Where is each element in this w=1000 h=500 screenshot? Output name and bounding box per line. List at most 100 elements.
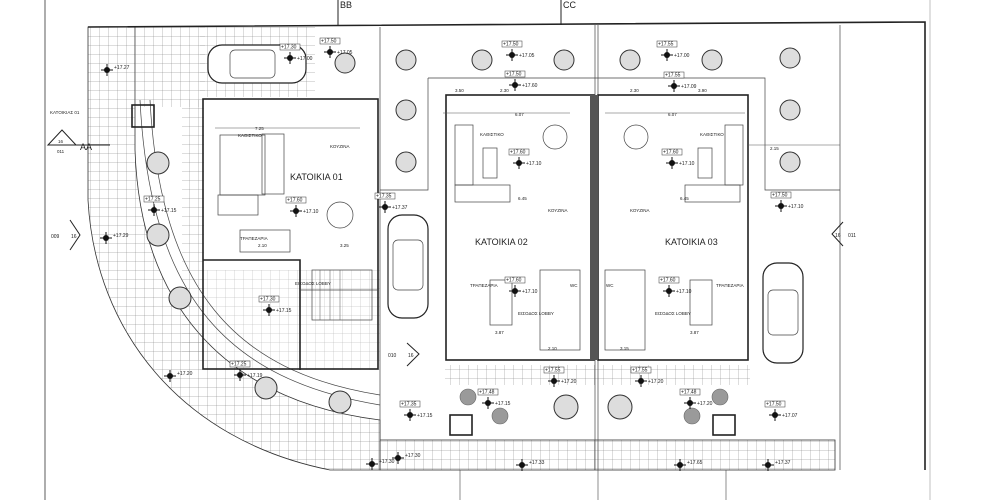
side-note: ΚΑΤΟΙΚΙΑΣ 01	[50, 110, 80, 115]
svg-text:+17.30: +17.30	[281, 45, 297, 51]
tree-icon	[553, 49, 575, 71]
elevation-marker: +17.50+17.05	[501, 40, 535, 62]
elevation-marker: +17.60+17.10	[508, 148, 542, 170]
svg-text:+17.33: +17.33	[529, 460, 545, 466]
svg-text:+17.25: +17.25	[231, 362, 247, 368]
tree-icon	[168, 286, 192, 310]
elevation-marker: +17.55+17.00	[656, 40, 690, 62]
section-marker-010: 010 16	[388, 342, 420, 367]
house-02: ΚΑΤΟΙΚΙΑ 02 ΚΑΘΙΣΤΙΚΟ ΚΟΥΖΙΝΑ ΤΡΑΠΕΖΑΡΙΑ…	[443, 88, 595, 361]
shrub-icon	[683, 407, 701, 425]
elevation-marker: +17.30	[365, 457, 395, 471]
shrub-icon	[711, 388, 729, 406]
dimension: 7.25	[255, 126, 264, 131]
elevation-marker: +17.60+17.10	[658, 276, 692, 298]
car-icon	[207, 44, 307, 84]
svg-text:+17.50: +17.50	[321, 39, 337, 45]
svg-text:+17.48: +17.48	[681, 390, 697, 396]
svg-text:+17.50: +17.50	[503, 42, 519, 48]
tree-icon	[607, 394, 633, 420]
car-icon	[387, 214, 429, 319]
tree-icon	[553, 394, 579, 420]
tree-icon	[471, 49, 493, 71]
dimension: 3.50	[455, 88, 464, 93]
svg-text:+17.10: +17.10	[676, 289, 692, 295]
dimension: 3.87	[495, 330, 504, 335]
svg-text:+17.29: +17.29	[113, 233, 129, 239]
tree-icon	[395, 151, 417, 173]
svg-text:+17.15: +17.15	[161, 208, 177, 214]
elevation-marker: +17.60+17.10	[285, 196, 319, 218]
svg-text:+17.35: +17.35	[401, 402, 417, 408]
house-03: ΚΑΤΟΙΚΙΑ 03 ΚΑΘΙΣΤΙΚΟ ΚΟΥΖΙΝΑ ΤΡΑΠΕΖΑΡΙΑ…	[597, 88, 840, 361]
svg-text:+17.15: +17.15	[276, 308, 292, 314]
tree-icon	[334, 52, 356, 74]
elevation-marker: +17.37	[761, 458, 791, 472]
dimension: 2.30	[630, 88, 639, 93]
elevation-markers: +17.30+17.00 +17.50+17.05 +17.50+17.05 +…	[99, 37, 804, 472]
section-marker-009: 009 16	[51, 219, 81, 251]
svg-text:+17.20: +17.20	[561, 379, 577, 385]
svg-text:+17.00: +17.00	[674, 53, 690, 59]
meter-box	[449, 414, 473, 436]
shrub-icon	[459, 388, 477, 406]
svg-text:16: 16	[58, 139, 64, 144]
svg-text:+17.37: +17.37	[392, 205, 408, 211]
dimension: 2.10	[258, 243, 267, 248]
elevation-marker: +17.50+17.60	[504, 70, 538, 92]
room-dining-02: ΤΡΑΠΕΖΑΡΙΑ	[470, 283, 498, 288]
svg-text:011: 011	[848, 233, 856, 239]
dimension: 3.25	[340, 243, 349, 248]
svg-text:+17.55: +17.55	[658, 42, 674, 48]
svg-text:+17.07: +17.07	[782, 413, 798, 419]
house-label-03: ΚΑΤΟΙΚΙΑ 03	[665, 237, 718, 247]
elevation-marker: +17.29	[99, 231, 129, 245]
svg-text:+17.15: +17.15	[495, 401, 511, 407]
house-label-01: ΚΑΤΟΙΚΙΑ 01	[290, 172, 343, 182]
svg-text:16: 16	[71, 234, 77, 240]
shrub-icon	[491, 407, 509, 425]
svg-text:010: 010	[388, 353, 397, 359]
svg-text:+17.50: +17.50	[772, 193, 788, 199]
elevation-marker: +17.65	[673, 458, 703, 472]
tree-icon	[395, 99, 417, 121]
room-living-02: ΚΑΘΙΣΤΙΚΟ	[480, 132, 504, 137]
svg-text:+17.10: +17.10	[526, 161, 542, 167]
elevation-marker: +17.60+17.10	[504, 276, 538, 298]
svg-text:+17.20: +17.20	[648, 379, 664, 385]
trees	[146, 47, 801, 425]
room-lobby-03: ΕΙΣΟΔΟΣ LOBBY	[655, 311, 691, 316]
svg-text:+17.00: +17.00	[297, 56, 313, 62]
svg-text:+17.09: +17.09	[681, 84, 697, 90]
tree-icon	[779, 99, 801, 121]
svg-text:+17.60: +17.60	[510, 150, 526, 156]
svg-text:+17.15: +17.15	[417, 413, 433, 419]
tree-icon	[395, 49, 417, 71]
room-wc-02: WC	[570, 283, 578, 288]
elevation-marker: +17.55+17.09	[663, 71, 697, 93]
svg-text:+17.20: +17.20	[697, 401, 713, 407]
elevation-marker: +17.30+17.00	[279, 43, 313, 65]
elevation-marker: +17.50+17.07	[764, 400, 798, 422]
elevation-marker: +17.35+17.15	[399, 400, 433, 422]
svg-text:+17.19: +17.19	[247, 373, 263, 379]
elevation-marker: +17.55+17.20	[630, 366, 664, 388]
svg-text:+17.60: +17.60	[660, 278, 676, 284]
tree-icon	[146, 223, 170, 247]
room-living-03: ΚΑΘΙΣΤΙΚΟ	[700, 132, 724, 137]
room-dining-03: ΤΡΑΠΕΖΑΡΙΑ	[716, 283, 744, 288]
dimension: 3.87	[690, 330, 699, 335]
elevation-marker: +17.48+17.15	[477, 388, 511, 410]
elevation-marker: +17.33	[515, 458, 545, 472]
svg-text:+17.30: +17.30	[260, 297, 276, 303]
section-label-bb: BB	[340, 0, 352, 10]
tree-icon	[779, 47, 801, 69]
tree-icon	[779, 151, 801, 173]
elevation-marker: +17.30	[391, 451, 421, 465]
dimension: 2.30	[500, 88, 509, 93]
room-living-01: ΚΑΘΙΣΤΙΚΟ	[238, 133, 262, 138]
section-marker-aa: 16 011 AA	[46, 129, 110, 154]
svg-text:+17.05: +17.05	[519, 53, 535, 59]
svg-text:+17.60: +17.60	[522, 83, 538, 89]
svg-text:+17.55: +17.55	[545, 368, 561, 374]
